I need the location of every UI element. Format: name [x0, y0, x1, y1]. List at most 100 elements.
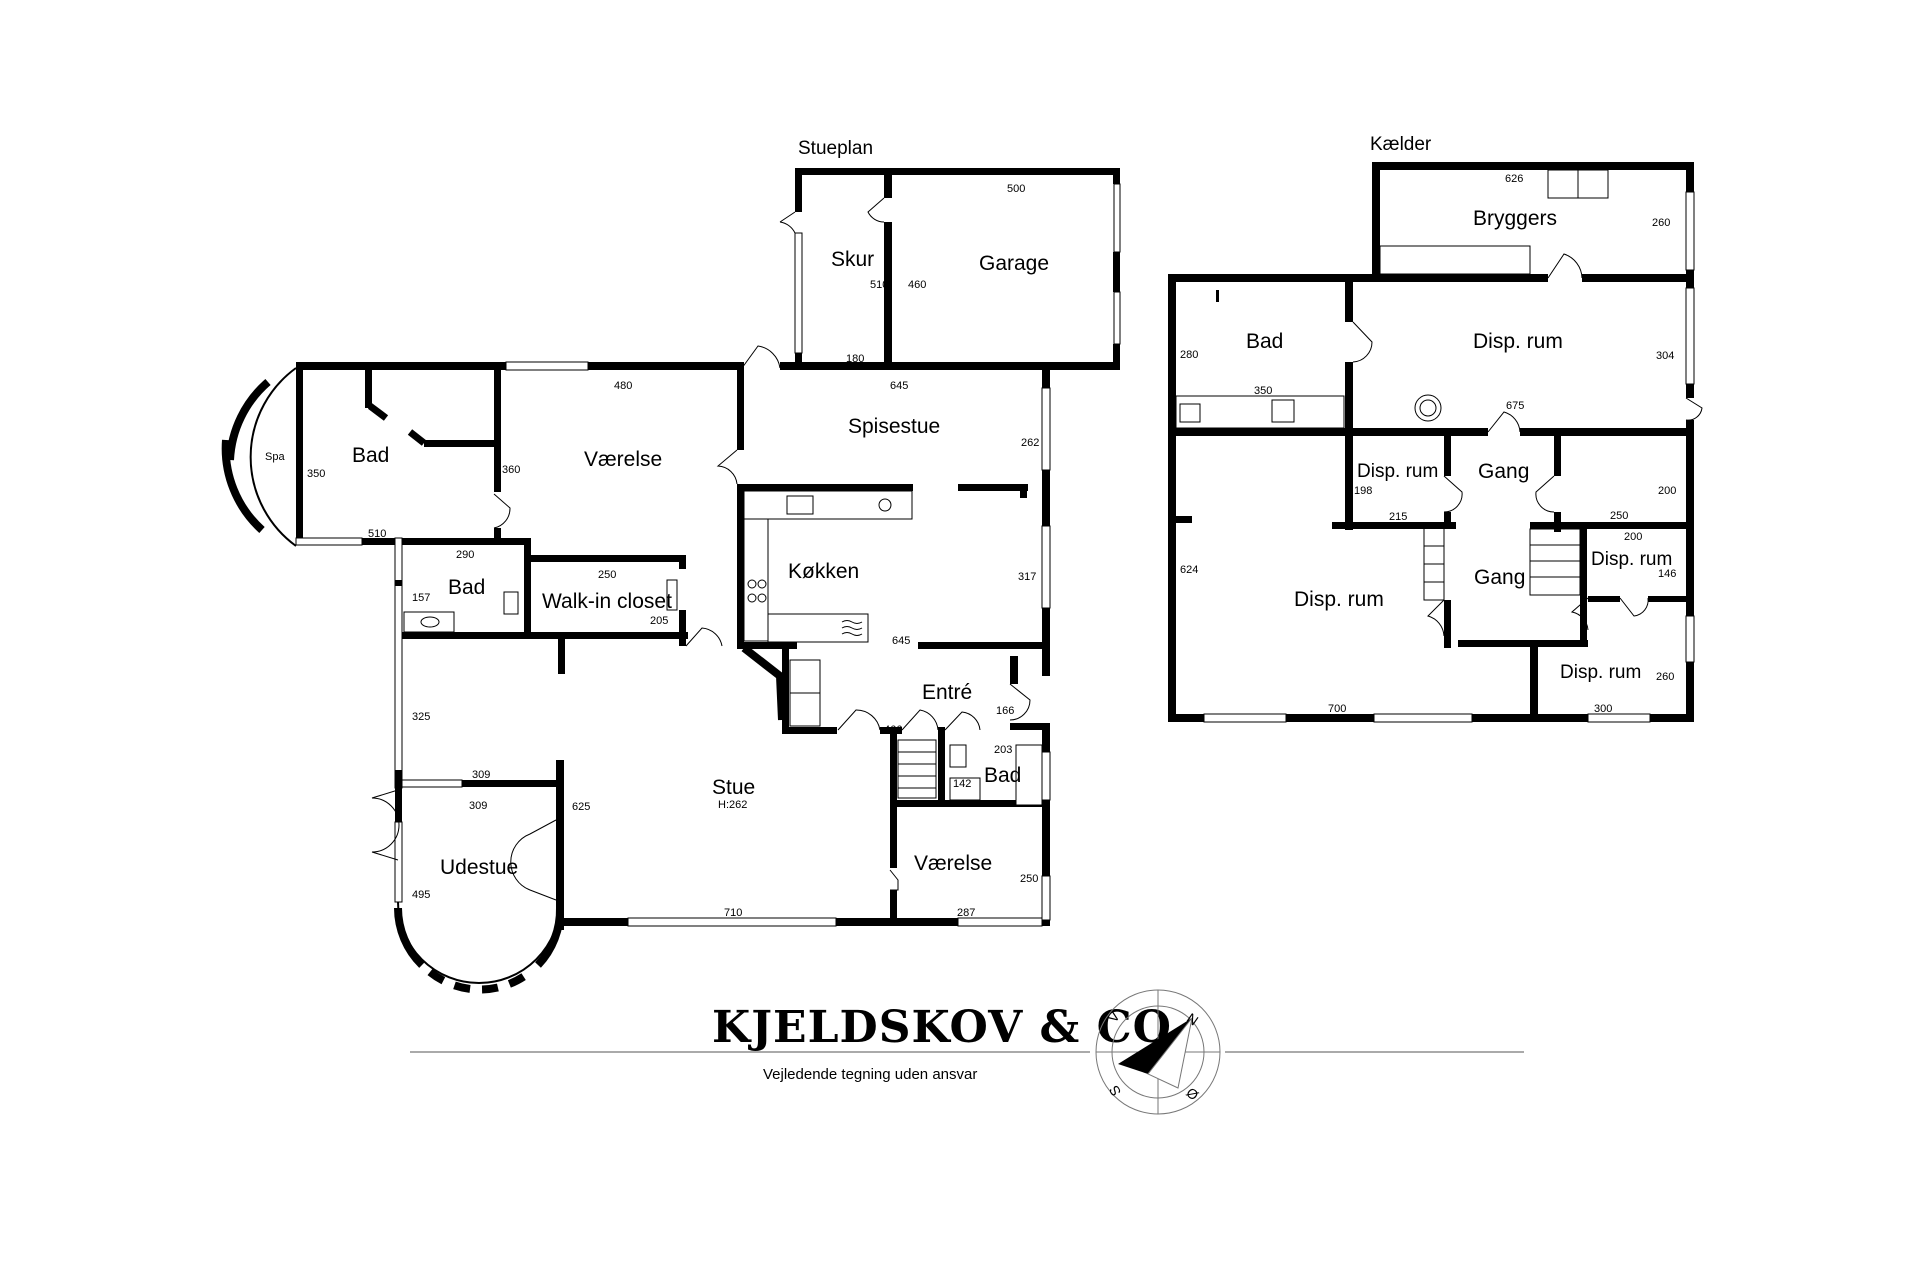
toilet-icon-2 [949, 744, 967, 768]
svg-text:500: 500 [1007, 183, 1025, 195]
basement-stair-icon-2 [1529, 528, 1581, 596]
kitchen-fixtures [743, 490, 913, 643]
svg-text:200: 200 [1658, 485, 1676, 497]
svg-text:360: 360 [502, 464, 520, 476]
svg-text:624: 624 [1180, 564, 1198, 576]
svg-text:142: 142 [953, 778, 971, 790]
svg-text:280: 280 [1180, 349, 1198, 361]
svg-text:146: 146 [1658, 568, 1676, 580]
svg-text:350: 350 [307, 468, 325, 480]
ground-dimension-labels: 500 510 460 180 645 480 350 360 262 510 … [307, 183, 1039, 919]
room-label-stue: Stue [712, 776, 755, 799]
skur-door-icon [779, 211, 796, 234]
svg-text:215: 215 [1389, 511, 1407, 523]
ground-floor-plan: Stueplan [221, 138, 1121, 994]
room-label-bad-3: Bad [984, 764, 1021, 787]
room-label-bad-2: Bad [448, 576, 485, 599]
svg-text:157: 157 [412, 592, 430, 604]
svg-text:203: 203 [994, 744, 1012, 756]
compass-needle-icon [1118, 1018, 1192, 1074]
svg-text:262: 262 [1021, 437, 1039, 449]
room-label-entre: Entré [922, 681, 972, 704]
compass-o: Ø [1183, 1084, 1202, 1103]
hob-icon [878, 498, 892, 512]
washbasin-icon [403, 611, 455, 633]
svg-text:466: 466 [884, 724, 902, 736]
ground-floor-doors [493, 449, 1031, 891]
stue-ceiling-height: H:262 [718, 799, 747, 811]
garage-door-icon [867, 197, 885, 223]
kitchen-side-counter [743, 518, 769, 642]
bathroom-fixtures [403, 591, 1043, 806]
svg-text:200: 200 [1624, 531, 1642, 543]
room-label-disp-rum-3: Disp. rum [1294, 588, 1384, 611]
svg-text:495: 495 [412, 889, 430, 901]
svg-text:260: 260 [1656, 671, 1674, 683]
room-label-bad-1: Bad [352, 444, 389, 467]
room-label-vaerelse-2: Værelse [914, 852, 992, 875]
laundry-sink-icon [1179, 403, 1201, 423]
room-label-vaerelse-1: Værelse [584, 448, 662, 471]
svg-text:250: 250 [598, 569, 616, 581]
basement-title: Kælder [1370, 134, 1432, 155]
svg-text:198: 198 [1354, 485, 1372, 497]
svg-text:480: 480 [614, 380, 632, 392]
svg-text:180: 180 [846, 353, 864, 365]
svg-text:460: 460 [908, 279, 926, 291]
svg-text:290: 290 [456, 549, 474, 561]
boiler-icon [1414, 394, 1442, 422]
svg-text:309: 309 [472, 769, 490, 781]
stair-icon [897, 739, 937, 799]
svg-text:205: 205 [650, 615, 668, 627]
main-house-walls [221, 361, 1051, 930]
brand-name: KJELDSKOV & CO [712, 1002, 1172, 1053]
svg-text:350: 350 [1254, 385, 1272, 397]
svg-text:309: 309 [469, 800, 487, 812]
room-label-bryggers: Bryggers [1473, 207, 1557, 230]
room-label-basement-bad: Bad [1246, 330, 1283, 353]
basement-dimension-labels: 626 260 280 350 304 675 198 215 200 250 … [1180, 173, 1676, 715]
room-label-koekken: Køkken [788, 560, 859, 583]
room-label-spisestue: Spisestue [848, 415, 940, 438]
brand-tagline: Vejledende tegning uden ansvar [763, 1066, 977, 1083]
bathtub-icon [1015, 744, 1043, 806]
svg-text:304: 304 [1656, 350, 1674, 362]
room-label-skur: Skur [831, 248, 874, 271]
room-label-gang-2: Gang [1474, 566, 1525, 589]
svg-text:645: 645 [890, 380, 908, 392]
basement-basin-icon [1271, 399, 1295, 423]
basement-fixtures [1175, 169, 1609, 601]
ground-floor-title: Stueplan [798, 138, 873, 159]
washbasin-icon-2 [949, 777, 981, 801]
room-label-disp-rum-1: Disp. rum [1473, 330, 1563, 353]
room-label-garage: Garage [979, 252, 1049, 275]
room-label-walkin-closet: Walk-in closet [542, 590, 672, 613]
svg-text:510: 510 [368, 528, 386, 540]
kitchen-counter [743, 490, 913, 520]
svg-text:317: 317 [1018, 571, 1036, 583]
sink-icon [786, 495, 814, 515]
svg-text:300: 300 [1594, 703, 1612, 715]
basement-walls [1168, 162, 1695, 723]
brand-footer: KJELDSKOV & CO Vejledende tegning uden a… [410, 1002, 1524, 1083]
svg-text:645: 645 [892, 635, 910, 647]
svg-text:625: 625 [572, 801, 590, 813]
svg-text:166: 166 [996, 705, 1014, 717]
room-label-spa: Spa [265, 451, 285, 463]
udestue-terrace-door-icon [371, 789, 400, 861]
svg-text:250: 250 [1020, 873, 1038, 885]
basement-bath-counter [1175, 395, 1345, 429]
svg-text:287: 287 [957, 907, 975, 919]
basement-plan: Kælder [1168, 134, 1703, 723]
side-entrance-door-icon [741, 345, 781, 369]
udestue-walls [371, 786, 565, 994]
bryggers-counter [1379, 245, 1531, 275]
room-label-udestue: Udestue [440, 856, 518, 879]
toilet-icon [503, 591, 519, 615]
svg-text:626: 626 [1505, 173, 1523, 185]
room-label-gang-1: Gang [1478, 460, 1529, 483]
svg-text:710: 710 [724, 907, 742, 919]
room-label-disp-rum-5: Disp. rum [1560, 662, 1641, 683]
room-label-disp-rum-4: Disp. rum [1591, 549, 1672, 570]
svg-text:250: 250 [1610, 510, 1628, 522]
